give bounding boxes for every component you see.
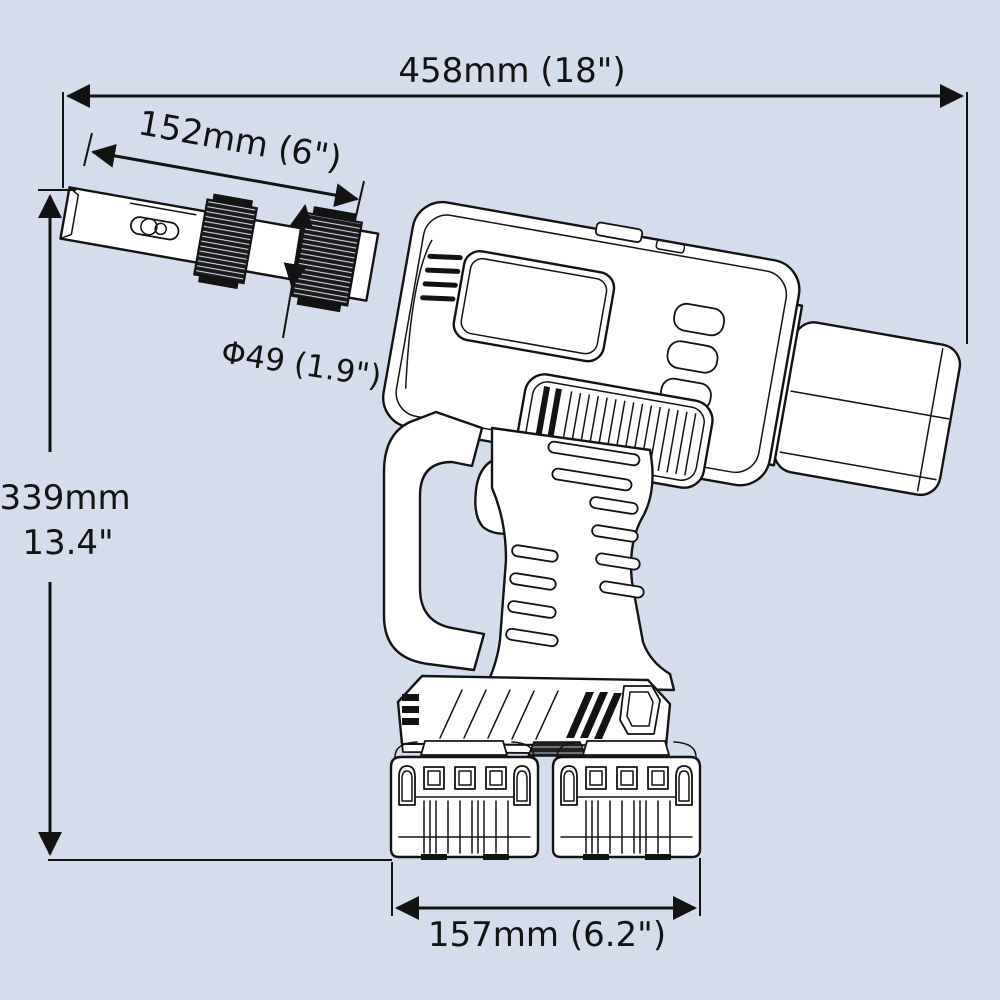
dim-overall-length: 458mm (18") [62, 51, 968, 344]
dim-base-width: 157mm (6.2") [391, 858, 701, 955]
dim-height-in-label: 13.4" [22, 523, 113, 563]
battery-pack-left [389, 739, 540, 862]
nozzle-washer [347, 229, 380, 302]
rear-housing [773, 321, 962, 497]
side-vents [420, 253, 463, 302]
handle-loop [382, 410, 486, 672]
dim-overall-length-label: 458mm (18") [398, 51, 625, 91]
tool-body-group [381, 200, 962, 497]
dim-collar-diameter-label: Φ49 (1.9") [219, 334, 384, 395]
grip-ribs [505, 440, 645, 648]
display-panel [452, 249, 616, 363]
pistol-grip [484, 426, 676, 692]
nozzle-assembly [59, 186, 380, 313]
battery-pack-right [551, 739, 702, 862]
dim-overall-height: 339mm 13.4" [0, 189, 392, 861]
knurled-ring-front [193, 193, 259, 290]
dim-base-width-label: 157mm (6.2") [428, 915, 666, 955]
battery-release-button [619, 685, 661, 735]
dim-nozzle-length-label: 152mm (6") [135, 103, 345, 179]
dim-height-mm-label: 339mm [0, 478, 131, 518]
